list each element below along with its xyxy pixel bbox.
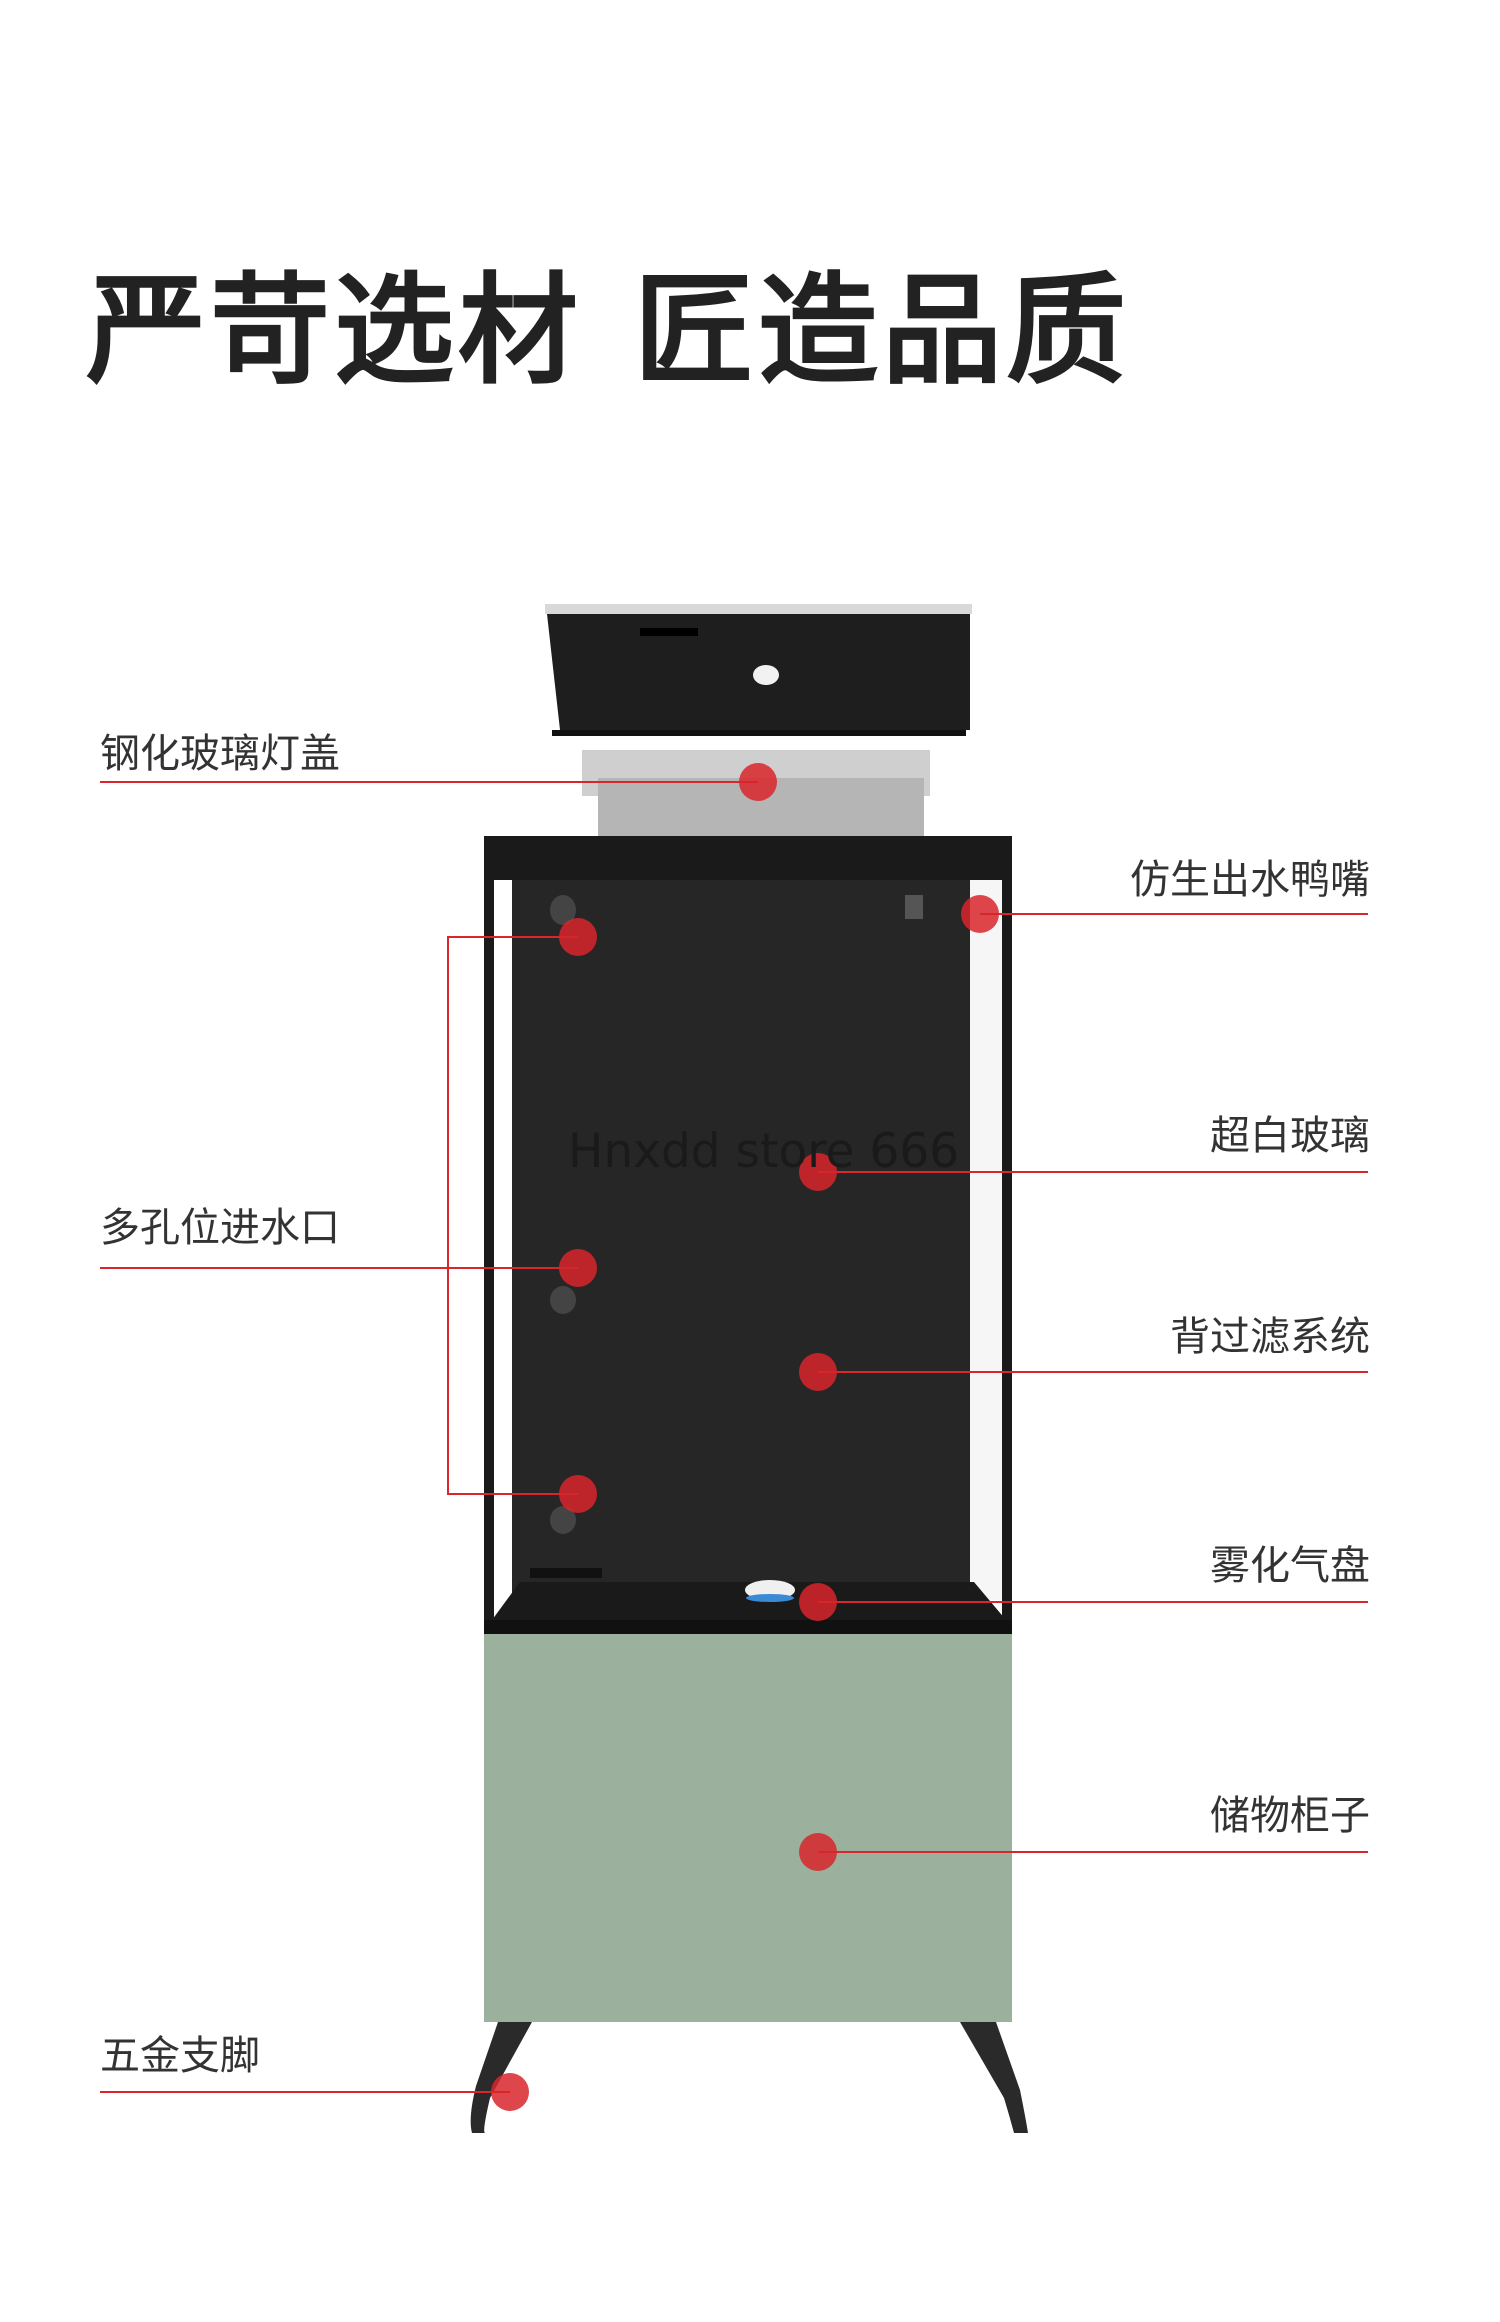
tank-top-rim	[484, 836, 1012, 880]
label-back-filter: 背过滤系统	[1170, 1314, 1370, 1360]
inlet-grill-icon	[550, 1286, 576, 1314]
duckbill-outlet-icon	[905, 895, 923, 919]
label-legs: 五金支脚	[100, 2033, 260, 2079]
glass-dot	[799, 1153, 837, 1191]
label-cabinet: 储物柜子	[1210, 1793, 1370, 1839]
inlet-grill-icon	[550, 895, 576, 925]
inlet-dot-bottom	[559, 1475, 597, 1513]
title-part-1: 严苛选材	[86, 262, 582, 401]
callout-dots	[491, 763, 999, 2111]
tank-floor	[492, 1582, 1006, 1620]
label-ultra-clear-glass: 超白玻璃	[1210, 1113, 1370, 1159]
watermark-text: Hnxdd store 666	[568, 1124, 960, 1179]
cabinet-dot	[799, 1833, 837, 1871]
label-glass-lid: 钢化玻璃灯盖	[100, 731, 340, 777]
left-leg	[470, 2022, 532, 2133]
leg-dot	[491, 2073, 529, 2111]
filter-dot	[799, 1353, 837, 1391]
inlet-dot-top	[559, 918, 597, 956]
label-inlet: 多孔位进水口	[100, 1205, 340, 1251]
glass-lid	[545, 604, 972, 840]
label-air-disc: 雾化气盘	[1210, 1543, 1370, 1589]
lid-dot	[739, 763, 777, 801]
label-duckbill: 仿生出水鸭嘴	[1130, 857, 1370, 903]
air-disc-dot	[799, 1583, 837, 1621]
callout-lines	[100, 781, 1368, 2093]
inlet-grill-icon	[550, 1506, 576, 1534]
inlet-dot-middle	[559, 1249, 597, 1287]
page-title: 严苛选材匠造品质	[86, 262, 1130, 402]
duckbill-dot	[961, 895, 999, 933]
right-leg	[960, 2022, 1028, 2133]
storage-cabinet	[484, 1634, 1012, 2022]
title-part-2: 匠造品质	[634, 262, 1130, 401]
